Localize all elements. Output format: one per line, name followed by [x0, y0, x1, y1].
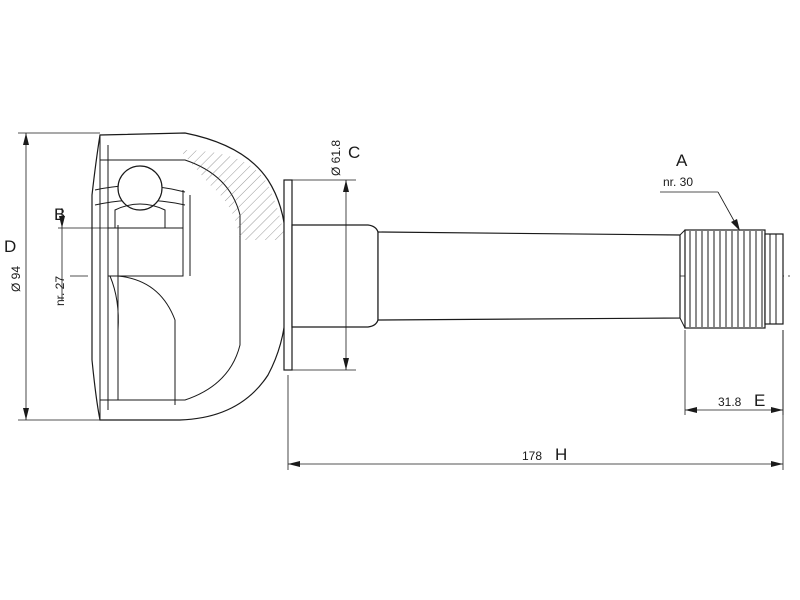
label-c-value: Ø 61.8: [329, 140, 343, 176]
joint-housing: [91, 132, 293, 421]
shaft: [291, 224, 784, 329]
label-a: A: [676, 151, 688, 170]
label-b-note: nr. 27: [53, 276, 67, 306]
label-d-value: Ø 94: [9, 266, 23, 292]
label-e-value: 31.8: [718, 395, 742, 409]
dimension-lines: [18, 132, 784, 470]
label-e: E: [754, 391, 765, 410]
spline: [684, 229, 766, 329]
ball: [117, 165, 163, 211]
label-d: D: [4, 237, 16, 256]
label-b: B: [54, 205, 65, 224]
label-a-note: nr. 30: [663, 175, 693, 189]
label-h: H: [555, 445, 567, 464]
label-c: C: [348, 143, 360, 162]
label-h-value: 178: [522, 449, 542, 463]
